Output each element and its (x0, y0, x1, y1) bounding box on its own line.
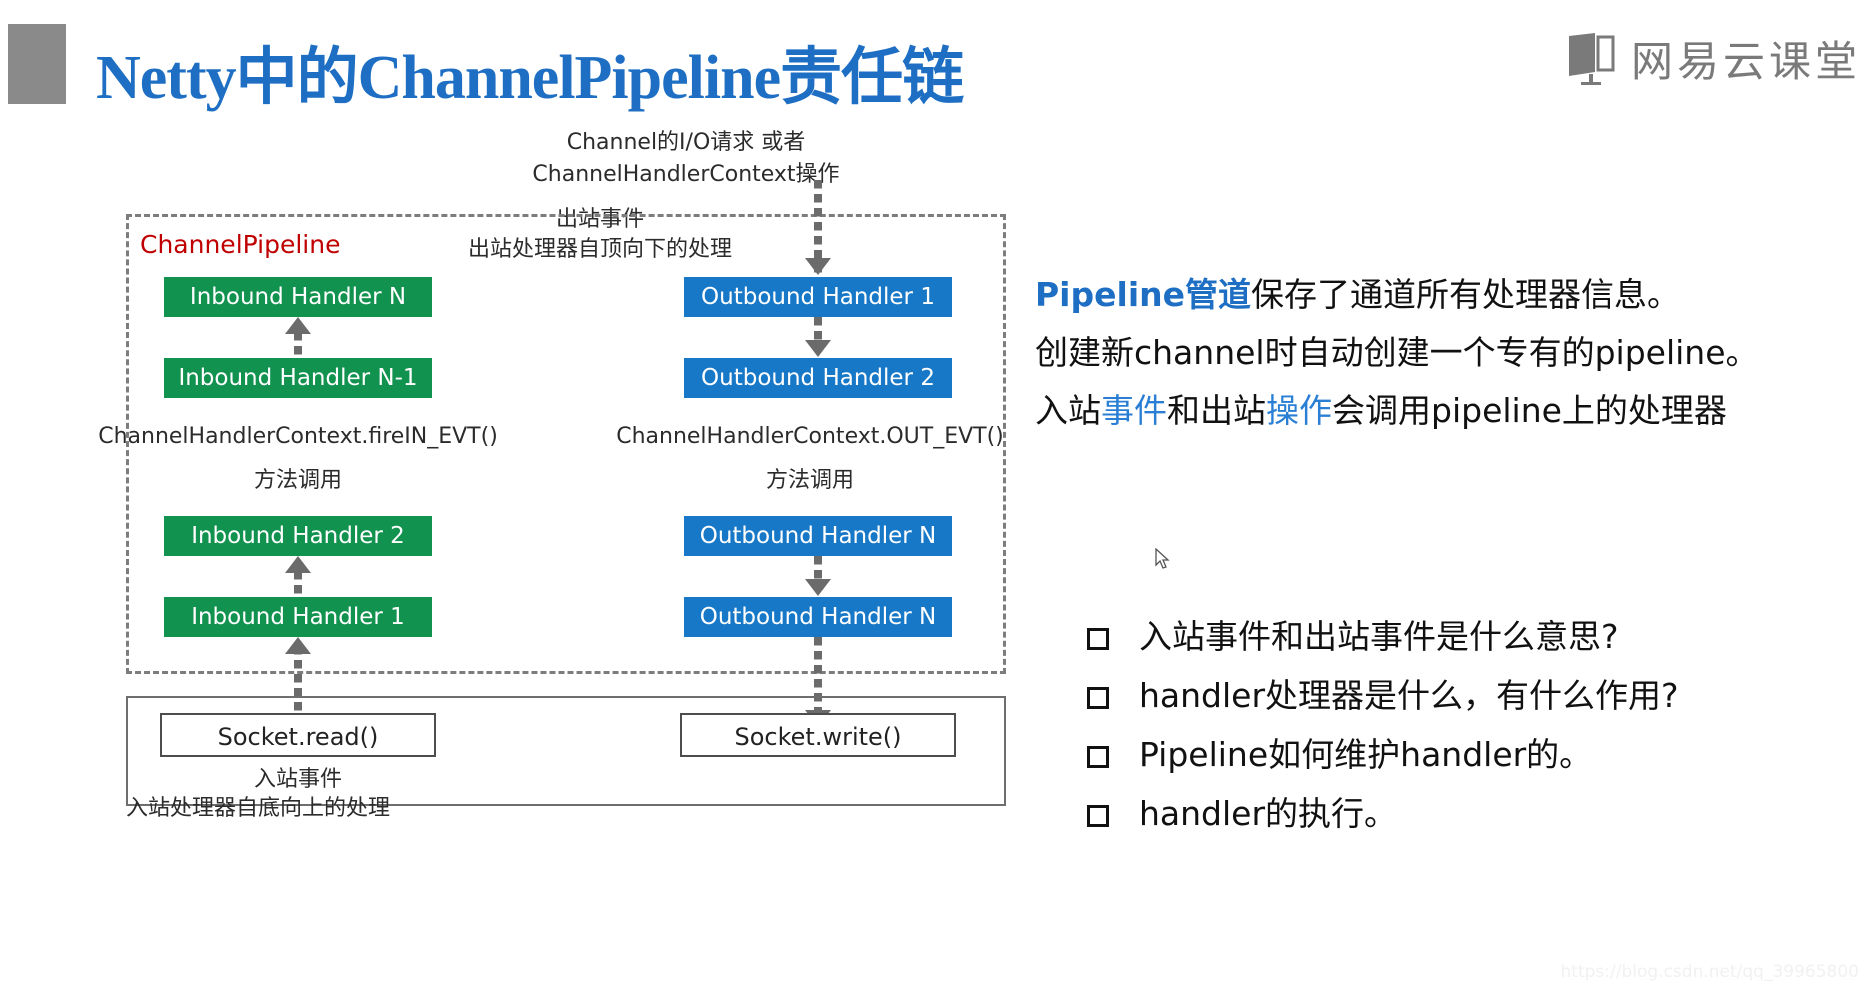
paragraph-1: Pipeline管道保存了通道所有处理器信息。 (1035, 268, 1680, 316)
outbound-event-label: 出站事件 (555, 207, 645, 232)
page-title: Netty中的ChannelPipeline责任链 (96, 44, 964, 112)
question-list-item-1-label: 入站事件和出站事件是什么意思? (1139, 617, 1619, 656)
paragraph-1-rest: 保存了通道所有处理器信息。 (1251, 275, 1680, 314)
top-caption-line1: Channel的I/O请求 或者 (566, 130, 806, 155)
inbound-event-label: 入站事件 (253, 767, 343, 792)
outbound-method-line2: 方法调用 (765, 468, 855, 493)
arrow-entry-down (805, 258, 831, 275)
bullet-square-icon (1087, 628, 1109, 650)
paragraph-3-b: 和出站 (1167, 391, 1266, 430)
connector-inbound-socket (294, 646, 302, 730)
inbound-handler-box-n[interactable]: Inbound Handler N (164, 277, 432, 317)
inbound-flow-label: 入站处理器自底向上的处理 (126, 796, 391, 821)
arrow-inbound-lower (285, 556, 311, 573)
inbound-handler-box-1[interactable]: Inbound Handler 1 (164, 597, 432, 637)
paragraph-1-accent: Pipeline管道 (1035, 275, 1251, 314)
mouse-cursor-icon (1155, 548, 1170, 569)
outbound-handler-box-1[interactable]: Outbound Handler 1 (684, 277, 952, 317)
question-list-item-2-label: handler处理器是什么，有什么作用? (1139, 676, 1679, 715)
watermark-text: https://blog.csdn.net/qq_39965800 (1560, 962, 1859, 982)
socket-read-box[interactable]: Socket.read() (160, 713, 436, 757)
pipeline-diagram: Channel的I/O请求 或者 ChannelHandlerContext操作… (0, 118, 1010, 988)
outbound-flow-label: 出站处理器自顶向下的处理 (467, 237, 733, 262)
connector-inbound-lower (294, 571, 302, 597)
title-accent-block (8, 24, 66, 104)
outbound-handler-box-n-lower[interactable]: Outbound Handler N (684, 597, 952, 637)
top-caption-line2: ChannelHandlerContext操作 (532, 162, 840, 187)
brand-logo: 网易云课堂 (1565, 28, 1861, 89)
connector-outbound-lower (814, 556, 822, 582)
arrow-inbound-upper (285, 317, 311, 334)
inbound-method-line2: 方法调用 (253, 468, 343, 493)
paragraph-2: 创建新channel时自动创建一个专有的pipeline。 (1035, 326, 1759, 374)
paragraph-3-accent-2: 操作 (1266, 391, 1332, 430)
arrow-inbound-socket (285, 637, 311, 654)
connector-entry (814, 180, 822, 276)
outbound-method-line1: ChannelHandlerContext.OUT_EVT() (616, 424, 1004, 449)
paragraph-2-text: 创建新channel时自动创建一个专有的pipeline。 (1035, 333, 1759, 372)
inbound-handler-box-n-1[interactable]: Inbound Handler N-1 (164, 358, 432, 398)
question-list-item-2[interactable]: handler处理器是什么，有什么作用? (1087, 669, 1679, 717)
paragraph-3-accent-1: 事件 (1101, 391, 1167, 430)
explanation-panel: Pipeline管道保存了通道所有处理器信息。 创建新channel时自动创建一… (1035, 118, 1867, 988)
question-list-item-3-label: Pipeline如何维护handler的。 (1139, 735, 1593, 774)
bullet-square-icon (1087, 687, 1109, 709)
question-list-item-4-label: handler的执行。 (1139, 794, 1398, 833)
paragraph-3-c: 会调用pipeline上的处理器 (1332, 391, 1727, 430)
arrow-outbound-lower (805, 579, 831, 596)
outbound-handler-box-2[interactable]: Outbound Handler 2 (684, 358, 952, 398)
question-list-item-1[interactable]: 入站事件和出站事件是什么意思? (1087, 610, 1619, 658)
socket-layer-container (126, 696, 1006, 806)
brand-name: 网易云课堂 (1630, 37, 1861, 86)
connector-inbound-upper (294, 332, 302, 358)
bullet-square-icon (1087, 746, 1109, 768)
paragraph-3: 入站事件和出站操作会调用pipeline上的处理器 (1035, 384, 1727, 432)
outbound-handler-box-n-upper[interactable]: Outbound Handler N (684, 516, 952, 556)
inbound-handler-box-2[interactable]: Inbound Handler 2 (164, 516, 432, 556)
paragraph-3-a: 入站 (1035, 391, 1101, 430)
inbound-method-line1: ChannelHandlerContext.fireIN_EVT() (98, 424, 498, 449)
connector-outbound-socket (814, 637, 822, 715)
socket-write-box[interactable]: Socket.write() (680, 713, 956, 757)
channel-pipeline-container (126, 214, 1006, 674)
page-header: Netty中的ChannelPipeline责任链 网易云课堂 (0, 0, 1867, 118)
question-list-item-4[interactable]: handler的执行。 (1087, 787, 1397, 835)
bullet-square-icon (1087, 805, 1109, 827)
connector-outbound-upper (814, 317, 822, 343)
question-list-item-3[interactable]: Pipeline如何维护handler的。 (1087, 728, 1592, 776)
arrow-outbound-upper (805, 340, 831, 357)
open-book-screen-icon (1568, 32, 1615, 85)
channel-pipeline-label: ChannelPipeline (140, 230, 341, 259)
